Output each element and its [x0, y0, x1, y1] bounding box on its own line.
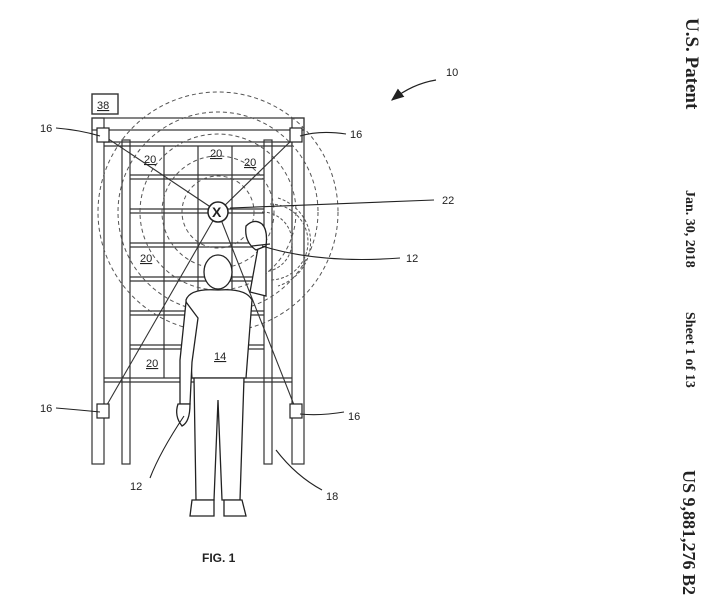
label-20-c: 20 — [244, 157, 256, 169]
shelf-rail-left — [121, 139, 131, 465]
hand-pointer-line — [251, 243, 271, 247]
sensor-top-left — [96, 127, 110, 143]
label-16-top-left: 16 — [40, 123, 52, 135]
leader-lines — [55, 127, 435, 491]
label-38: 38 — [97, 100, 109, 112]
hand-signal-arcs — [261, 197, 311, 287]
person-torso — [185, 289, 253, 379]
label-16-bottom-right: 16 — [348, 411, 360, 423]
patent-title: U.S. Patent — [681, 18, 702, 110]
sensor-bottom-right — [289, 403, 303, 419]
person-head — [203, 254, 233, 290]
person-right-foot — [223, 499, 247, 517]
patent-figure-drawing: 38 X — [40, 67, 458, 565]
person-left-hand — [176, 403, 191, 427]
person-legs — [193, 377, 245, 501]
person — [176, 220, 268, 517]
label-20-e: 20 — [146, 358, 158, 370]
shelf-top-beam — [91, 117, 305, 131]
label-10: 10 — [446, 67, 458, 79]
system-arrow — [390, 79, 437, 101]
reference-box-38 — [91, 93, 119, 115]
shelf-rail-right — [263, 139, 273, 465]
person-left-foot — [189, 499, 215, 517]
label-16-bottom-left: 16 — [40, 403, 52, 415]
label-20-a: 20 — [144, 154, 156, 166]
sensor-top-right — [289, 127, 303, 143]
label-22: 22 — [442, 195, 454, 207]
label-16-top-right: 16 — [350, 129, 362, 141]
triangulation-lines — [103, 135, 297, 411]
person-raised-arm — [249, 245, 267, 297]
patent-date: Jan. 30, 2018 — [682, 190, 697, 268]
label-18: 18 — [326, 491, 338, 503]
label-12-wrist: 12 — [130, 481, 142, 493]
figure-caption: FIG. 1 — [202, 551, 236, 565]
target-x-mark: X — [212, 204, 222, 220]
patent-sheet: Sheet 1 of 13 — [682, 312, 697, 388]
label-20-d: 20 — [140, 253, 152, 265]
person-raised-hand — [245, 220, 268, 251]
patent-number: US 9,881,276 B2 — [679, 470, 699, 596]
label-20-b: 20 — [210, 148, 222, 160]
label-12-hand: 12 — [406, 253, 418, 265]
label-14: 14 — [214, 351, 226, 363]
sensors — [96, 127, 303, 419]
target-marker — [207, 201, 229, 223]
sensor-bottom-left — [96, 403, 110, 419]
